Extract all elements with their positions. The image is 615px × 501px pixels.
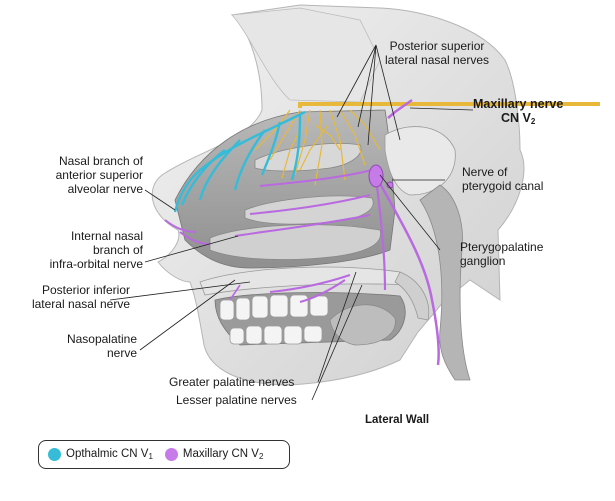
- nerve-pterygoid-line2: pterygoid canal: [462, 179, 544, 193]
- maxillary-nerve-label: Maxillary nerve CN V2: [473, 97, 563, 129]
- pterygopalatine-ganglion: [368, 164, 384, 188]
- cn-v2-sub: 2: [530, 117, 536, 126]
- tongue: [329, 304, 396, 346]
- middle-concha: [244, 195, 374, 225]
- pterygopalatine-line1: Pterygopalatine: [460, 240, 544, 254]
- teeth: [219, 294, 329, 345]
- posterior-superior-label: Posterior superior lateral nasal nerves: [385, 39, 489, 67]
- greater-palatine-label: Greater palatine nerves: [169, 375, 295, 389]
- legend-maxillary-sub: 2: [258, 452, 264, 461]
- maxillary-nerve-title: Maxillary nerve: [473, 97, 564, 111]
- nasopalatine-line1: Nasopalatine: [66, 332, 137, 346]
- maxillary-swatch-icon: [164, 448, 178, 461]
- pterygopalatine-label: Pterygopalatine ganglion: [460, 240, 543, 268]
- leader-lines: [109, 44, 474, 401]
- legend-ophthalmic-label: Opthalmic CN V: [66, 448, 149, 460]
- lesser-palatine-label: Lesser palatine nerves: [176, 393, 297, 407]
- pharynx: [419, 184, 471, 381]
- soft-palate: [394, 271, 430, 321]
- nasal-branch-label: Nasal branch of anterior superior alveol…: [56, 154, 143, 196]
- nerve-pterygoid-line1: Nerve of: [462, 165, 508, 179]
- posterior-superior-line1: Posterior superior: [389, 39, 485, 53]
- internal-nasal-label: Internal nasal branch of infra-orbital n…: [50, 229, 143, 271]
- nasal-branch-line3: alveolar nerve: [67, 182, 143, 196]
- posterior-inferior-label: Posterior inferior lateral nasal nerve: [32, 283, 130, 311]
- ophthalmic-swatch-icon: [48, 448, 61, 461]
- posterior-inferior-line2: lateral nasal nerve: [31, 297, 130, 311]
- legend: Opthalmic CN V1 Maxillary CN V2: [38, 440, 290, 469]
- nasal-branch-line1: Nasal branch of: [58, 154, 143, 168]
- lateral-wall-caption: Lateral Wall: [365, 414, 430, 426]
- internal-nasal-line1: Internal nasal: [70, 229, 143, 243]
- internal-nasal-line2: branch of: [92, 243, 143, 257]
- olfactory-nerves: [254, 102, 600, 186]
- ophthalmic-branches: [173, 110, 306, 213]
- nerve-pterygoid-label: Nerve of pterygoid canal: [462, 165, 543, 193]
- legend-item-maxillary: Maxillary CN V2: [183, 448, 264, 461]
- legend-item-ophthalmic: Opthalmic CN V1: [66, 448, 153, 461]
- maxillary-nerve-cn: CN V2: [473, 111, 563, 129]
- nasopalatine-label: Nasopalatine nerve: [67, 332, 137, 360]
- sphenoid-sinus: [384, 126, 456, 196]
- posterior-superior-line2: lateral nasal nerves: [385, 53, 490, 67]
- maxillary-branches: [164, 98, 440, 366]
- nasal-branch-line2: anterior superior: [55, 168, 143, 182]
- pterygopalatine-line2: ganglion: [460, 254, 506, 268]
- nasopalatine-line2: nerve: [106, 346, 137, 360]
- posterior-inferior-line1: Posterior inferior: [41, 283, 130, 297]
- internal-nasal-line3: infra-orbital nerve: [49, 257, 143, 271]
- cn-v2-prefix: CN V: [501, 111, 531, 125]
- legend-maxillary-label: Maxillary CN V: [182, 448, 259, 460]
- legend-ophthalmic-sub: 1: [148, 452, 153, 461]
